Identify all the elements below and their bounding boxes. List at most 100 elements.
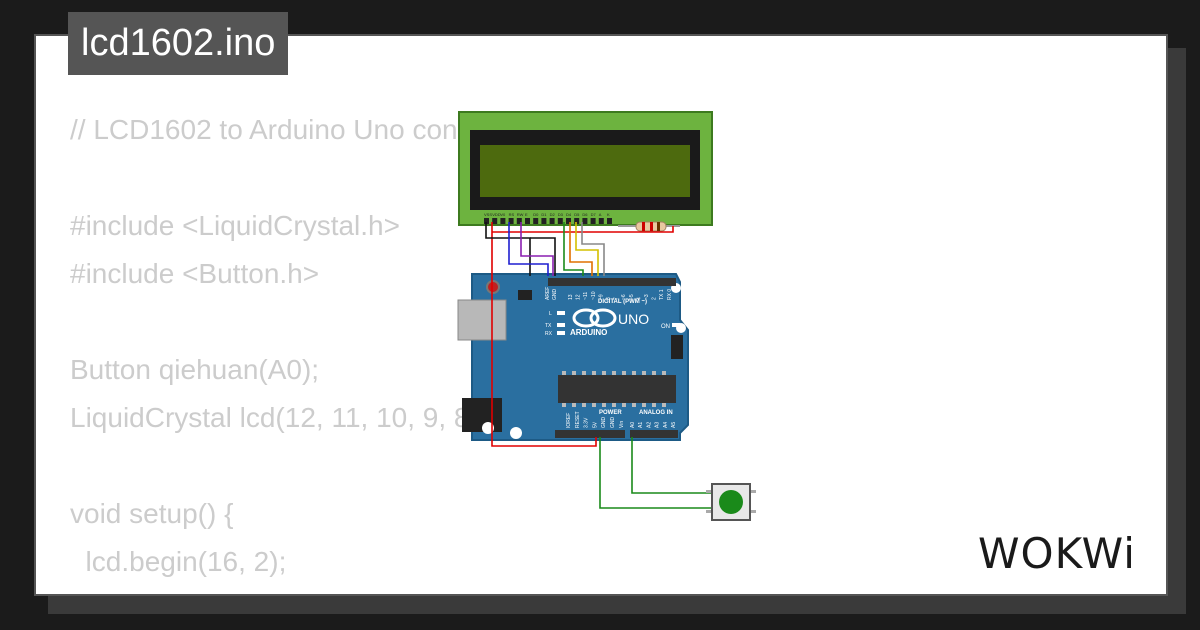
lcd-pin	[508, 218, 514, 224]
lcd-pin-label: RW	[517, 212, 524, 217]
pin-label: RESET	[575, 411, 581, 428]
lcd-pin-label: D3	[558, 212, 564, 217]
file-title: lcd1602.ino	[68, 12, 289, 75]
lcd-pin	[607, 218, 612, 224]
code-line: lcd.begin(16, 2);	[70, 546, 287, 577]
pin-label: A4	[663, 422, 669, 428]
pin-label: 13	[568, 294, 574, 300]
wires	[485, 222, 712, 509]
lcd-pin	[484, 218, 489, 224]
atmega-chip	[558, 375, 676, 403]
code-line: #include <LiquidCrystal.h>	[70, 210, 400, 241]
lcd-pin-label: D4	[566, 212, 572, 217]
pin-label: 7	[614, 297, 620, 300]
lcd-pin-label: D5	[574, 212, 580, 217]
lcd-pin	[574, 218, 580, 224]
resistor[interactable]	[618, 221, 680, 232]
lcd-pin-label: D6	[582, 212, 588, 217]
wire-button-a0	[631, 437, 712, 494]
lcd-screen	[480, 145, 690, 197]
pin-label: ~11	[583, 292, 589, 300]
pin-label: ~6	[621, 294, 627, 300]
lcd-pin-label: E	[525, 212, 528, 217]
lcd-pin	[557, 218, 563, 224]
lcd-pin	[582, 218, 588, 224]
power-jack	[462, 398, 502, 432]
wire-d7	[581, 222, 605, 276]
lcd-pin-label: A	[599, 212, 602, 217]
analog-label: ANALOG IN	[639, 410, 673, 416]
lcd-pin-label: RS	[509, 212, 515, 217]
pin-label: 5V	[592, 421, 598, 428]
pin-label: ~3	[644, 294, 650, 300]
pin-label: Vin	[619, 421, 625, 428]
lcd-pin	[500, 218, 506, 224]
board-model: UNO	[618, 311, 649, 327]
pin-label: 8	[606, 297, 612, 300]
lcd-pin-label: K	[607, 212, 610, 217]
lcd-pin-label: VSS	[484, 212, 492, 217]
power-label: POWER	[599, 410, 622, 416]
arduino-uno-board[interactable]: ARDUINO UNO DIGITAL (PWM ~) POWER ANALOG…	[457, 273, 689, 441]
pin-label: 12	[576, 294, 582, 300]
lcd-pin	[541, 218, 547, 224]
pin-label: ~9	[598, 294, 604, 300]
wire-gnd	[485, 222, 531, 276]
pin-label: A5	[671, 422, 677, 428]
board-brand: ARDUINO	[570, 328, 607, 337]
lcd-pin-label: D7	[591, 212, 597, 217]
code-line: void setup() {	[70, 498, 234, 529]
usb-port	[457, 299, 507, 341]
pin-label: TX 1	[659, 289, 665, 300]
pin-label: A2	[646, 422, 652, 428]
lcd-pin	[590, 218, 596, 224]
lcd-pin-label: D1	[541, 212, 547, 217]
code-line: Button qiehuan(A0);	[70, 354, 320, 385]
wire-button-gnd	[599, 437, 712, 509]
lcd-pin	[533, 218, 539, 224]
pin-label: RX 0	[667, 289, 673, 300]
lcd-pin	[566, 218, 571, 224]
wire-d5	[569, 222, 593, 276]
wire-d4	[563, 222, 584, 276]
pin-label: AREF	[545, 287, 551, 300]
pin-label: A0	[630, 422, 636, 428]
led-on-label: ON	[661, 324, 670, 330]
lcd-pin-label: V0	[500, 212, 506, 217]
lcd-pin-label: VDD	[492, 212, 501, 217]
pushbutton[interactable]	[706, 483, 756, 521]
pin-label: ~5	[629, 294, 635, 300]
logo-text: WOKWi	[978, 529, 1136, 578]
pin-label: 4	[636, 297, 642, 300]
pin-label: IOREF	[566, 413, 572, 428]
led-rx-label: RX	[545, 331, 553, 337]
pin-label: ~10	[591, 291, 597, 300]
pin-label: A3	[655, 422, 661, 428]
lcd-pin	[516, 218, 522, 224]
lcd-pin-label: D2	[550, 212, 556, 217]
wire-e	[520, 222, 554, 276]
lcd-pin-label: D0	[533, 212, 539, 217]
wire-d6	[575, 222, 599, 276]
pin-label: A1	[638, 422, 644, 428]
wire-rs	[508, 222, 549, 276]
lcd-pin	[525, 218, 530, 224]
pin-label: GND	[610, 417, 616, 429]
wire-backlight	[492, 226, 674, 233]
lcd-pin	[492, 218, 498, 224]
pin-label: GND	[552, 289, 558, 301]
wire-gnd-2	[530, 237, 556, 276]
pin-label: GND	[601, 417, 607, 429]
reset-button[interactable]	[486, 280, 500, 294]
lcd-pin	[549, 218, 555, 224]
wokwi-logo: WOKWi	[978, 529, 1136, 578]
pin-label: 3.3V	[584, 417, 590, 428]
code-line: #include <Button.h>	[70, 258, 320, 289]
led-l-label: L	[549, 311, 552, 317]
